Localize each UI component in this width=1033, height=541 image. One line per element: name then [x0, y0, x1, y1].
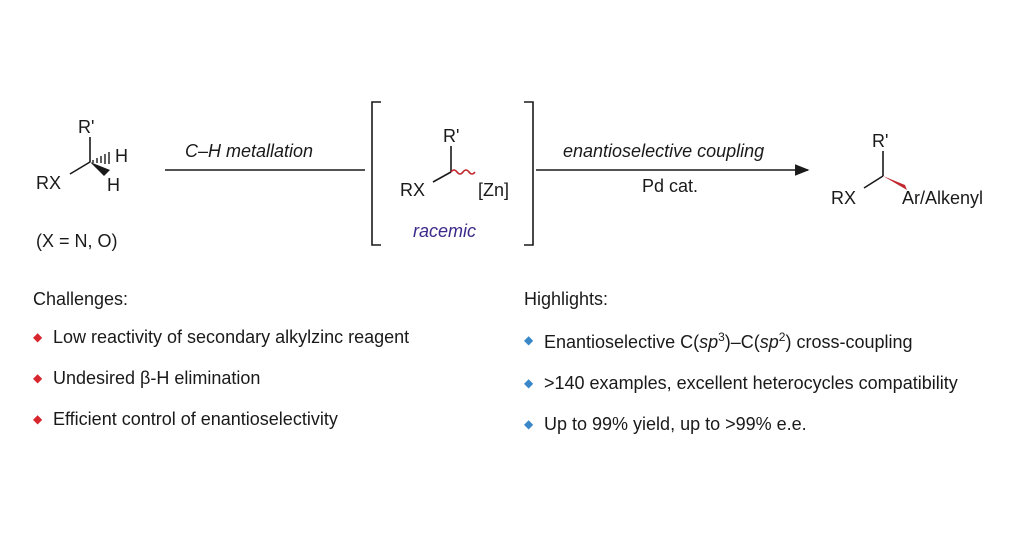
sm-rprime-label: R': [78, 117, 94, 137]
intermediate: R' RX [Zn] racemic: [400, 126, 509, 241]
int-zn-label: [Zn]: [478, 180, 509, 200]
step2-catalyst-label: Pd cat.: [642, 176, 698, 196]
list-item: ◆ Undesired β-H elimination: [33, 367, 409, 389]
diamond-bullet-icon: ◆: [33, 371, 43, 385]
int-rprime-label: R': [443, 126, 459, 146]
prod-bond-to-rx: [863, 175, 884, 189]
challenge-text: Efficient control of enantioselectivity: [53, 409, 338, 429]
challenges-list: ◆ Low reactivity of secondary alkylzinc r…: [33, 326, 409, 430]
int-rx-label: RX: [400, 180, 425, 200]
left-bracket: [371, 101, 381, 246]
highlights-panel: Highlights: ◆ Enantioselective C(sp3)–C(s…: [524, 288, 958, 454]
sm-h-lower-label: H: [107, 175, 120, 195]
challenge-text: Undesired β-H elimination: [53, 368, 261, 388]
step1-label: C–H metallation: [185, 141, 313, 161]
challenges-panel: Challenges: ◆ Low reactivity of secondary…: [33, 288, 409, 449]
bond-to-rx: [69, 161, 91, 175]
right-bracket: [524, 101, 534, 246]
sm-rx-label: RX: [36, 173, 61, 193]
list-item: ◆ Up to 99% yield, up to >99% e.e.: [524, 413, 958, 435]
hashed-bond: [92, 152, 110, 164]
wavy-bond: [450, 169, 476, 175]
prod-rx-label: RX: [831, 188, 856, 208]
challenges-title: Challenges:: [33, 289, 129, 309]
step2-label: enantioselective coupling: [563, 141, 764, 161]
sm-condition-label: (X = N, O): [36, 231, 118, 251]
challenge-text: Low reactivity of secondary alkylzinc re…: [53, 327, 410, 347]
prod-rprime-label: R': [872, 131, 888, 151]
product: R' RX Ar/Alkenyl: [831, 131, 983, 208]
diamond-bullet-icon: ◆: [524, 417, 534, 431]
prod-wedge-bond: [883, 176, 907, 190]
highlights-list: ◆ Enantioselective C(sp3)–C(sp2) cross-co…: [524, 326, 958, 435]
list-item: ◆ Low reactivity of secondary alkylzinc r…: [33, 326, 409, 348]
highlight-text: >140 examples, excellent heterocycles co…: [544, 373, 958, 393]
list-item: ◆ Efficient control of enantioselectivity: [33, 408, 409, 430]
sm-h-upper-label: H: [115, 146, 128, 166]
diamond-bullet-icon: ◆: [33, 412, 43, 426]
racemic-label: racemic: [413, 221, 476, 241]
diamond-bullet-icon: ◆: [33, 330, 43, 344]
diamond-bullet-icon: ◆: [524, 332, 534, 347]
list-item: ◆ >140 examples, excellent heterocycles c…: [524, 372, 958, 394]
highlight-text: Enantioselective C(sp3)–C(sp2) cross-cou…: [544, 330, 913, 352]
reaction-scheme: R' H H RX (X = N, O) C–H metallation R' …: [36, 101, 983, 251]
list-item: ◆ Enantioselective C(sp3)–C(sp2) cross-co…: [524, 326, 958, 353]
prod-ar-label: Ar/Alkenyl: [902, 188, 983, 208]
highlight-text: Up to 99% yield, up to >99% e.e.: [544, 414, 807, 434]
starting-material: R' H H RX (X = N, O): [36, 117, 128, 251]
diamond-bullet-icon: ◆: [524, 376, 534, 390]
wedge-bond: [90, 162, 110, 176]
highlights-title: Highlights:: [524, 289, 609, 309]
int-bond-to-rx: [432, 171, 452, 183]
